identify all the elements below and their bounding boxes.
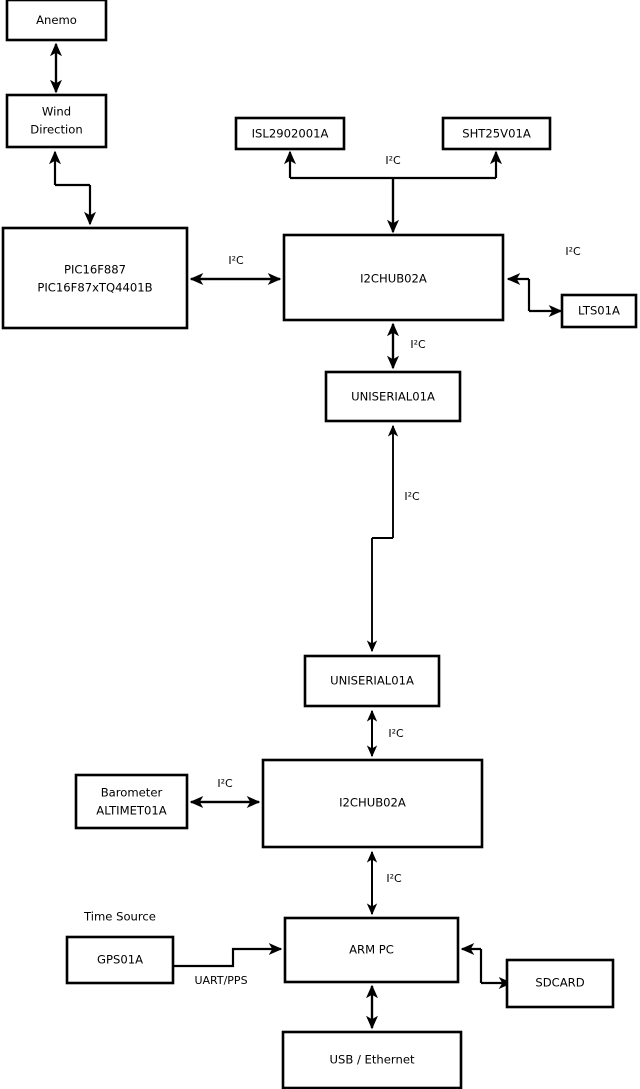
node-uniserial01a-bottom-box[interactable] bbox=[303, 654, 441, 708]
edge-hub-isl-sht bbox=[283, 150, 503, 234]
node-i2chub02a-bottom-label: I2CHUB02A bbox=[339, 796, 406, 810]
edge-label-hub-uniserial: I²C bbox=[410, 338, 426, 351]
node-uniserial01a-top-box[interactable] bbox=[324, 370, 462, 423]
node-wind-direction-label-line1: Wind bbox=[42, 105, 71, 119]
node-uniserial01a-bottom[interactable]: UNISERIAL01A bbox=[303, 654, 441, 708]
node-gps01a[interactable]: GPS01A bbox=[65, 935, 175, 985]
node-wind-direction-box[interactable] bbox=[5, 93, 108, 149]
node-lts01a-box[interactable] bbox=[560, 293, 638, 329]
edge-label-pic-hub: I²C bbox=[228, 254, 244, 267]
node-lts01a-label: LTS01A bbox=[578, 304, 620, 318]
node-arm-pc-label: ARM PC bbox=[349, 943, 394, 957]
node-sht25v01a-label: SHT25V01A bbox=[462, 127, 531, 141]
node-gps01a-box[interactable] bbox=[65, 935, 175, 985]
node-sdcard[interactable]: SDCARD bbox=[505, 958, 615, 1009]
node-pic-label-line2: PIC16F87xTQ4401B bbox=[37, 281, 152, 295]
node-wind-direction[interactable]: Wind Direction bbox=[5, 93, 108, 149]
node-i2chub02a-bottom[interactable]: I2CHUB02A bbox=[261, 758, 484, 849]
node-i2chub02a-top[interactable]: I2CHUB02A bbox=[282, 233, 505, 322]
edge-hub-lts bbox=[506, 272, 563, 318]
node-isl2902001a-label: ISL2902001A bbox=[252, 127, 329, 141]
node-usb-ethernet-box[interactable] bbox=[281, 1030, 463, 1089]
edge-uniserial-uniserial bbox=[366, 424, 399, 653]
node-i2chub02a-top-box[interactable] bbox=[282, 233, 505, 322]
node-isl2902001a[interactable]: ISL2902001A bbox=[234, 116, 346, 151]
node-barometer-box[interactable] bbox=[74, 773, 189, 830]
node-barometer-label-line2: ALTIMET01A bbox=[96, 804, 166, 818]
node-i2chub02a-bottom-box[interactable] bbox=[261, 758, 484, 849]
node-usb-ethernet[interactable]: USB / Ethernet bbox=[281, 1030, 463, 1089]
edge-gps-armpc bbox=[173, 942, 283, 968]
node-pic[interactable]: PIC16F887 PIC16F87xTQ4401B bbox=[1, 226, 189, 330]
node-lts01a[interactable]: LTS01A bbox=[560, 293, 638, 329]
edge-arrow-to-armpc bbox=[173, 942, 283, 968]
node-gps01a-label: GPS01A bbox=[97, 953, 143, 967]
node-sht25v01a[interactable]: SHT25V01A bbox=[441, 116, 552, 151]
label-time-source: Time Source bbox=[83, 910, 156, 924]
edge-label-isl-sht-bus: I²C bbox=[385, 154, 401, 167]
node-wind-direction-label-line2: Direction bbox=[30, 123, 82, 137]
edge-label-hub-lts: I²C bbox=[565, 245, 581, 258]
node-arm-pc-box[interactable] bbox=[283, 916, 460, 984]
node-arm-pc[interactable]: ARM PC bbox=[283, 916, 460, 984]
edge-label-gps-armpc: UART/PPS bbox=[194, 974, 247, 987]
node-uniserial01a-top[interactable]: UNISERIAL01A bbox=[324, 370, 462, 423]
node-pic-box[interactable] bbox=[1, 226, 189, 330]
edge-label-uniserial-hub2: I²C bbox=[388, 727, 404, 740]
edge-label-hub2-armpc: I²C bbox=[386, 872, 402, 885]
edge-wind-pic bbox=[48, 150, 97, 226]
node-uniserial01a-top-label: UNISERIAL01A bbox=[351, 390, 435, 404]
node-anemo[interactable]: Anemo bbox=[5, 0, 108, 42]
node-barometer-label-line1: Barometer bbox=[101, 786, 163, 800]
edge-label-barometer-hub2: I²C bbox=[217, 777, 233, 790]
node-sdcard-box[interactable] bbox=[505, 958, 615, 1009]
node-anemo-box[interactable] bbox=[5, 0, 108, 42]
node-uniserial01a-bottom-label: UNISERIAL01A bbox=[330, 674, 414, 688]
node-isl2902001a-box[interactable] bbox=[234, 116, 346, 151]
node-pic-label-line1: PIC16F887 bbox=[64, 263, 126, 277]
node-i2chub02a-top-label: I2CHUB02A bbox=[360, 272, 427, 286]
node-sdcard-label: SDCARD bbox=[535, 976, 584, 990]
node-anemo-label: Anemo bbox=[36, 13, 77, 27]
node-sht25v01a-box[interactable] bbox=[441, 116, 552, 151]
edge-label-uniserial-link: I²C bbox=[404, 490, 420, 503]
node-usb-ethernet-label: USB / Ethernet bbox=[329, 1053, 414, 1067]
node-barometer[interactable]: Barometer ALTIMET01A bbox=[74, 773, 189, 830]
edge-armpc-sdcard bbox=[460, 942, 513, 990]
